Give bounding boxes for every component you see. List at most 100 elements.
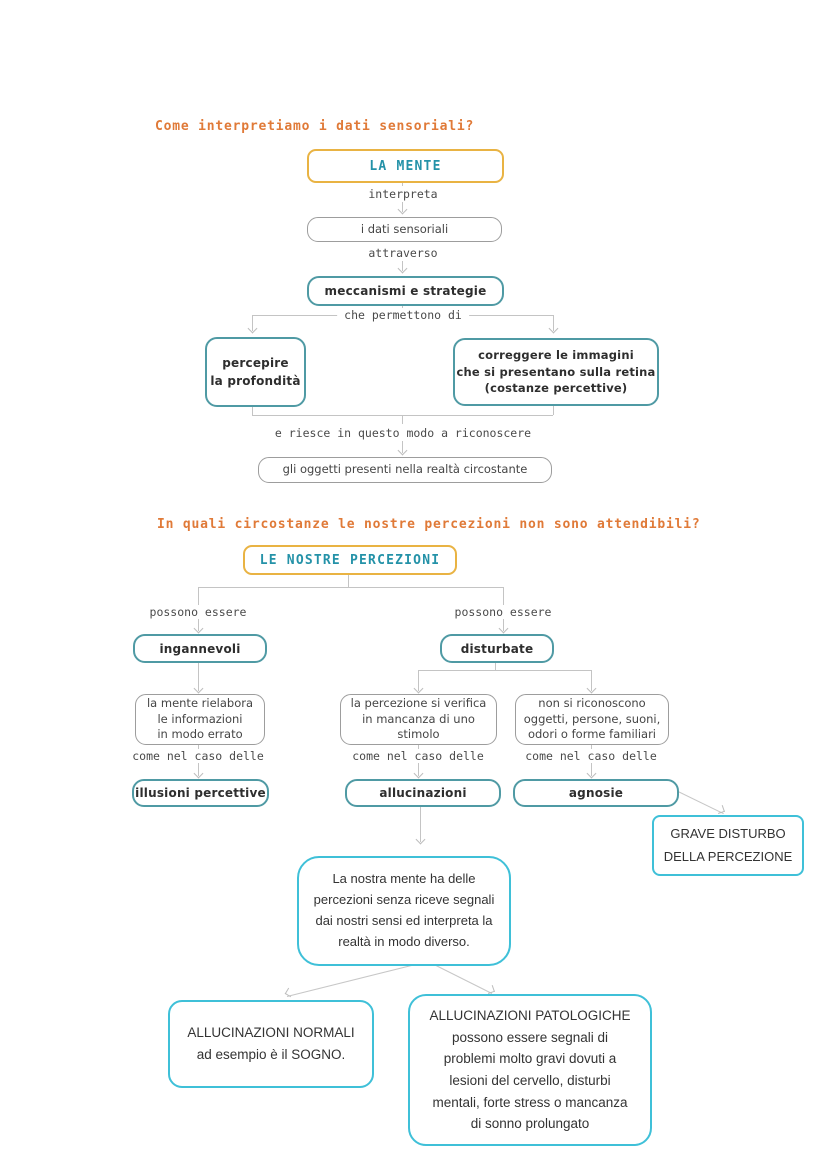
node-nostre-percezioni: LE NOSTRE PERCEZIONI: [243, 545, 457, 575]
node-ingannevoli-label: ingannevoli: [159, 641, 241, 656]
connector-label-caso-2: come nel caso delle: [345, 749, 491, 763]
node-meccanismi-label: meccanismi e strategie: [324, 284, 487, 298]
desc-percezione-stimolo: la percezione si verifica in mancanza di…: [340, 694, 497, 745]
arrow-down-icon: [586, 768, 597, 779]
connector-label-caso-3: come nel caso delle: [518, 749, 664, 763]
connector-line: [402, 261, 403, 271]
connector-line: [553, 315, 554, 331]
node-correggere-line: correggere le immagini: [478, 347, 634, 362]
desc-line: stimolo: [397, 727, 440, 742]
node-illusioni: illusioni percettive: [132, 779, 269, 807]
connector-line: [286, 963, 419, 997]
arrow-down-icon: [413, 768, 424, 779]
desc-line: oggetti, persone, suoni,: [523, 711, 661, 726]
annotation-line: ALLUCINAZIONI PATOLOGICHE: [429, 1008, 631, 1024]
connector-line: [553, 402, 554, 415]
node-dati-sensoriali: i dati sensoriali: [307, 217, 502, 242]
connector-label-riconoscere: e riesce in questo modo a riconoscere: [267, 426, 539, 440]
annotation-line: dai nostri sensi ed interpreta la: [315, 913, 493, 928]
arrow-down-icon: [193, 768, 204, 779]
map1-heading: Come interpretiamo i dati sensoriali?: [155, 119, 475, 134]
node-disturbate: disturbate: [440, 634, 554, 663]
arrow-down-icon: [193, 623, 204, 634]
connector-line: [418, 670, 419, 691]
annotation-line: GRAVE DISTURBO: [670, 826, 786, 842]
desc-non-riconoscono: non si riconoscono oggetti, persone, suo…: [515, 694, 669, 745]
desc-line: in modo errato: [157, 727, 243, 742]
connector-line: [348, 571, 349, 587]
annotation-line: possono essere segnali di: [451, 1029, 609, 1045]
annotation-central: La nostra mente ha delle percezioni senz…: [297, 856, 511, 966]
annotation-line: lesioni del cervello, disturbi: [449, 1073, 611, 1088]
connector-label-caso-1: come nel caso delle: [125, 749, 271, 763]
connector-line: [402, 415, 403, 424]
arrow-down-icon: [498, 623, 509, 634]
desc-mente-rielabora: la mente rielabora le informazioni in mo…: [135, 694, 265, 745]
desc-line: in mancanza di uno: [362, 711, 475, 726]
connector-line: [591, 670, 592, 691]
desc-line: le informazioni: [157, 711, 243, 726]
annotation-line: di sonno prolungato: [470, 1116, 590, 1132]
arrow-down-icon: [548, 323, 559, 334]
annotation-line: ALLUCINAZIONI NORMALI: [187, 1024, 355, 1040]
desc-line: odori o forme familiari: [527, 727, 657, 742]
connector-line: [431, 963, 493, 994]
arrow-down-icon: [586, 683, 597, 694]
connector-line: [402, 202, 403, 212]
node-percepire-line: la profondità: [210, 374, 301, 388]
node-allucinazioni: allucinazioni: [345, 779, 501, 807]
connector-line: [198, 659, 199, 691]
desc-line: la mente rielabora: [146, 696, 254, 711]
node-dati-sensoriali-label: i dati sensoriali: [360, 221, 449, 236]
annotation-line: problemi molto gravi dovuti a: [443, 1051, 617, 1067]
connector-line: [252, 315, 253, 331]
connector-line: [198, 587, 503, 588]
arrow-down-right-icon: [486, 985, 495, 994]
connector-line: [418, 670, 591, 671]
node-allucinazioni-label: allucinazioni: [379, 786, 467, 800]
arrow-down-icon: [397, 445, 408, 456]
node-percepire-line: percepire: [222, 356, 289, 370]
node-nostre-percezioni-label: LE NOSTRE PERCEZIONI: [259, 552, 441, 568]
desc-line: non si riconoscono: [538, 696, 646, 711]
node-illusioni-label: illusioni percettive: [135, 786, 266, 800]
annotation-patologiche: ALLUCINAZIONI PATOLOGICHE possono essere…: [408, 994, 652, 1146]
map2-heading: In quali circostanze le nostre percezion…: [157, 517, 701, 532]
annotation-line: La nostra mente ha delle: [332, 871, 476, 887]
desc-line: la percezione si verifica: [350, 696, 487, 711]
annotation-grave-disturbo: GRAVE DISTURBO DELLA PERCEZIONE: [652, 815, 804, 876]
connector-line: [402, 441, 403, 453]
arrow-down-icon: [415, 834, 426, 845]
node-la-mente-label: LA MENTE: [369, 158, 442, 174]
connector-line: [495, 659, 496, 670]
connector-label-possono-left: possono essere: [142, 605, 254, 619]
annotation-line: realtà in modo diverso.: [338, 933, 470, 949]
node-agnosie-label: agnosie: [568, 786, 624, 800]
node-correggere-line: che si presentano sulla retina: [456, 364, 656, 379]
node-la-mente: LA MENTE: [307, 149, 504, 183]
node-ingannevoli: ingannevoli: [133, 634, 267, 663]
node-meccanismi: meccanismi e strategie: [307, 276, 504, 306]
annotation-normali: ALLUCINAZIONI NORMALI ad esempio è il SO…: [168, 1000, 374, 1088]
annotation-line: mentali, forte stress o mancanza: [432, 1094, 628, 1110]
arrow-down-icon: [397, 263, 408, 274]
arrow-down-icon: [413, 683, 424, 694]
arrow-down-icon: [397, 204, 408, 215]
arrow-down-icon: [193, 683, 204, 694]
node-correggere-line: (costanze percettive): [484, 381, 628, 396]
annotation-line: DELLA PERCEZIONE: [663, 848, 793, 864]
node-disturbate-label: disturbate: [460, 641, 534, 656]
connector-label-possono-right: possono essere: [447, 605, 559, 619]
connector-label-attraverso: attraverso: [361, 246, 445, 260]
node-oggetti: gli oggetti presenti nella realtà circos…: [258, 457, 552, 483]
connector-line: [252, 403, 253, 415]
node-percepire: percepire la profondità: [205, 337, 306, 407]
node-oggetti-label: gli oggetti presenti nella realtà circos…: [282, 462, 528, 477]
annotation-line: ad esempio è il SOGNO.: [196, 1047, 346, 1062]
annotation-line: percezioni senza riceve segnali: [313, 892, 495, 908]
arrow-down-icon: [247, 323, 258, 334]
connector-label-interpreta: interpreta: [361, 187, 445, 201]
connector-line: [420, 804, 421, 842]
connector-line: [402, 181, 403, 186]
